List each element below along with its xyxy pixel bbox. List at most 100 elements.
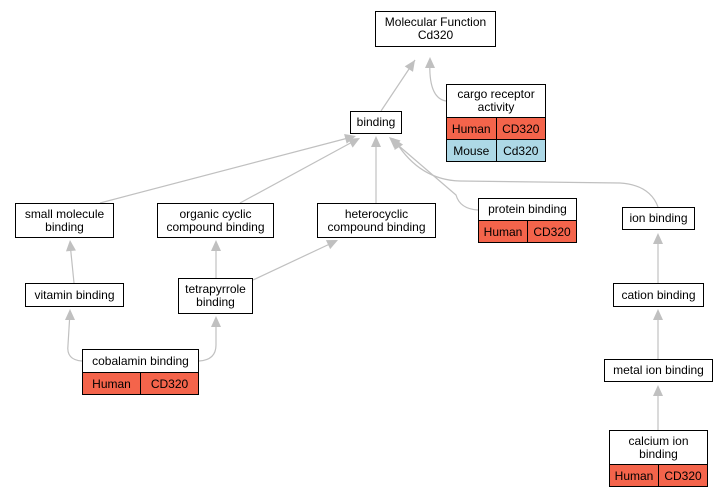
arrow-head-icon: [653, 309, 663, 320]
arrow-head-icon: [653, 233, 663, 244]
edge-line: [99, 136, 353, 204]
annotation-species: Mouse: [453, 143, 490, 158]
edge-tetrapyrrole-binding-to-organic-cyclic-compound-binding: [211, 240, 221, 278]
node-label-line: binding: [356, 115, 396, 129]
annotation-gene: CD320: [527, 221, 576, 242]
arrow-head-icon: [404, 60, 415, 72]
annotation-species: Human: [451, 121, 491, 136]
node-label: vitamin binding: [25, 283, 124, 307]
edge-small-molecule-binding-to-binding: [99, 134, 356, 204]
node-label: binding: [350, 111, 402, 134]
node-label-line: cargo receptor: [457, 87, 535, 101]
edge-cobalamin-binding-to-tetrapyrrole-binding: [198, 316, 221, 362]
arrow-head-icon: [393, 138, 404, 150]
node-label-line: vitamin binding: [34, 287, 115, 302]
edge-cation-binding-to-ion-binding: [653, 233, 663, 283]
edge-calcium-ion-binding-to-metal-ion-binding: [653, 385, 663, 430]
edge-heterocyclic-compound-binding-to-binding: [371, 136, 381, 203]
annotation-species: Human: [92, 376, 131, 391]
edge-line: [198, 319, 217, 362]
arrow-head-icon: [211, 240, 221, 251]
node-label: metal ion binding: [604, 359, 713, 382]
edge-line: [239, 139, 357, 204]
edge-line: [252, 241, 335, 281]
node-label-line: organic cyclic: [179, 206, 252, 221]
arrow-head-icon: [65, 240, 76, 252]
node-label: ion binding: [622, 207, 695, 230]
node-label-line: metal ion binding: [613, 363, 704, 377]
edge-line: [391, 139, 479, 211]
node-label-line: tetrapyrrole: [185, 282, 246, 296]
node-binding[interactable]: binding: [350, 111, 402, 134]
node-vitamin-binding[interactable]: vitamin binding: [25, 283, 124, 307]
node-label-line: calcium ion: [628, 433, 689, 448]
edge-cargo-receptor-activity-to-molecular-function: [425, 57, 447, 102]
annotation-species: Human: [483, 224, 523, 239]
node-label: cobalamin binding: [82, 349, 199, 373]
edge-line: [67, 311, 83, 362]
node-label-line: Cd320: [417, 28, 454, 42]
node-metal-ion-binding[interactable]: metal ion binding: [604, 359, 713, 382]
node-cation-binding[interactable]: cation binding: [613, 283, 704, 307]
node-label-line: heterocyclic: [344, 206, 409, 221]
annotation-row: Human CD320: [82, 373, 199, 395]
arrow-head-icon: [371, 136, 381, 147]
arrow-head-icon: [425, 57, 435, 68]
arrow-head-icon: [347, 138, 360, 148]
edge-metal-ion-binding-to-cation-binding: [653, 309, 663, 359]
node-label-line: ion binding: [629, 211, 688, 225]
node-label-line: compound binding: [327, 219, 426, 234]
node-label-line: binding: [45, 219, 84, 234]
node-label-line: cation binding: [621, 287, 696, 302]
arrow-head-icon: [325, 240, 338, 250]
node-label-line: activity: [477, 100, 515, 114]
arrow-head-icon: [653, 385, 663, 396]
edge-line: [395, 141, 659, 208]
arrow-head-icon: [211, 316, 221, 327]
node-label-line: binding: [196, 295, 235, 309]
annotation-row: Human CD320: [609, 465, 708, 487]
edge-cobalamin-binding-to-vitamin-binding: [65, 309, 83, 362]
edge-tetrapyrrole-binding-to-heterocyclic-compound-binding: [252, 240, 338, 281]
annotation-row: Human CD320: [478, 221, 577, 243]
annotation-gene: CD320: [140, 373, 198, 394]
node-label-line: protein binding: [488, 202, 567, 216]
node-label: protein binding: [478, 198, 577, 221]
node-label-line: binding: [639, 446, 678, 461]
node-label-line: cobalamin binding: [92, 353, 189, 368]
node-label-line: small molecule: [24, 206, 105, 221]
edge-ion-binding-to-binding: [393, 138, 659, 208]
annotation-row: Mouse Cd320: [446, 140, 546, 162]
node-label-line: Molecular Function: [384, 15, 487, 29]
annotation-species: Human: [614, 468, 654, 483]
annotation-gene: Cd320: [495, 140, 546, 161]
annotation-row: Human CD320: [446, 118, 546, 140]
edge-organic-cyclic-compound-binding-to-binding: [239, 138, 360, 204]
edge-binding-to-molecular-function: [380, 59, 416, 112]
annotation-gene: CD320: [658, 465, 707, 486]
node-ion-binding[interactable]: ion binding: [622, 207, 695, 230]
annotation-gene: CD320: [495, 118, 546, 139]
node-label-line: compound binding: [166, 219, 265, 234]
arrow-head-icon: [65, 309, 75, 320]
edge-vitamin-binding-to-small-molecule-binding: [65, 240, 76, 284]
node-label: cation binding: [613, 283, 704, 307]
